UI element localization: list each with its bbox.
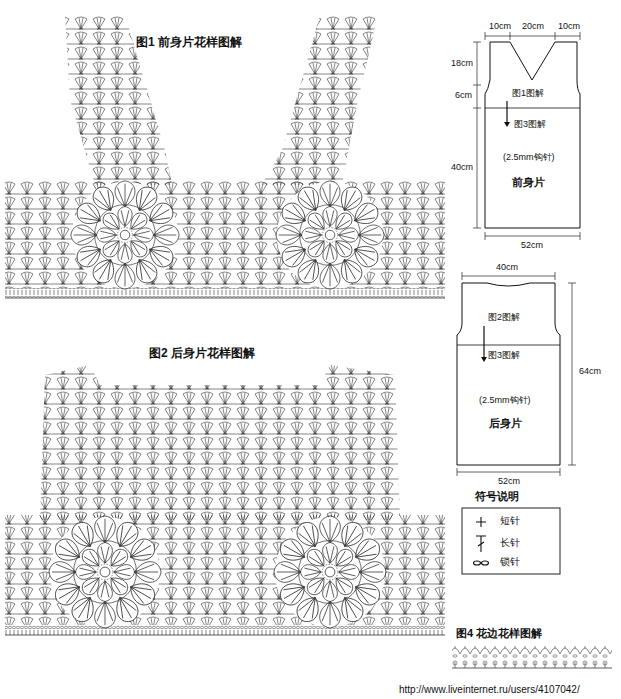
garment-piece: 图1图解图3图解 (2.5mm钩针) 前身片 (485, 42, 580, 228)
piece-text: 图3图解 (514, 119, 546, 129)
arrow-shaft (483, 326, 484, 358)
dimension-label: 6cm (454, 90, 473, 100)
piece-text: 图2图解 (488, 312, 520, 322)
dimension-label: 10cm (488, 21, 512, 31)
arrow-shaft (506, 101, 507, 123)
piece-text: (2.5mm钩针) (503, 152, 555, 162)
dimension-label: 18cm (450, 58, 474, 68)
piece-outline (457, 283, 560, 465)
figure-title: 图2 后身片花样图解 (148, 347, 256, 361)
piece-outline (485, 42, 580, 228)
legend-text: 短针 (500, 515, 520, 527)
arrow-head (504, 122, 510, 127)
watermark: http://www.liveinternet.ru/users/4107042… (398, 684, 581, 696)
dimension-label: 10cm (557, 21, 581, 31)
legend-text: 长针 (500, 537, 520, 549)
piece-text: (2.5mm钩针) (479, 395, 531, 405)
piece-text: 前身片 (512, 176, 545, 189)
dimension-label: 20cm (521, 21, 545, 31)
yoke-line (457, 345, 560, 346)
outline (457, 283, 560, 465)
dimension-label: 40cm (450, 162, 474, 172)
dimension-label: 64cm (578, 366, 602, 376)
dimension-label: 40cm (495, 262, 519, 272)
piece-text: 后身片 (489, 417, 522, 430)
outline (485, 42, 580, 228)
yoke-line (485, 108, 580, 109)
figure-title: 图4 花边花样图解 (455, 627, 543, 640)
piece-text: 图3图解 (488, 350, 520, 360)
piece-text: 图1图解 (512, 88, 544, 98)
dimension-label: 52cm (520, 240, 544, 250)
figure-title: 图1 前身片花样图解 (135, 36, 243, 50)
figure-title: 符号说明 (474, 490, 520, 503)
arrow-head (481, 357, 487, 362)
dimension-label: 52cm (497, 476, 521, 486)
legend-text: 锁针 (500, 556, 520, 568)
garment-piece: 图2图解图3图解 (2.5mm钩针) 后身片 (457, 283, 560, 465)
